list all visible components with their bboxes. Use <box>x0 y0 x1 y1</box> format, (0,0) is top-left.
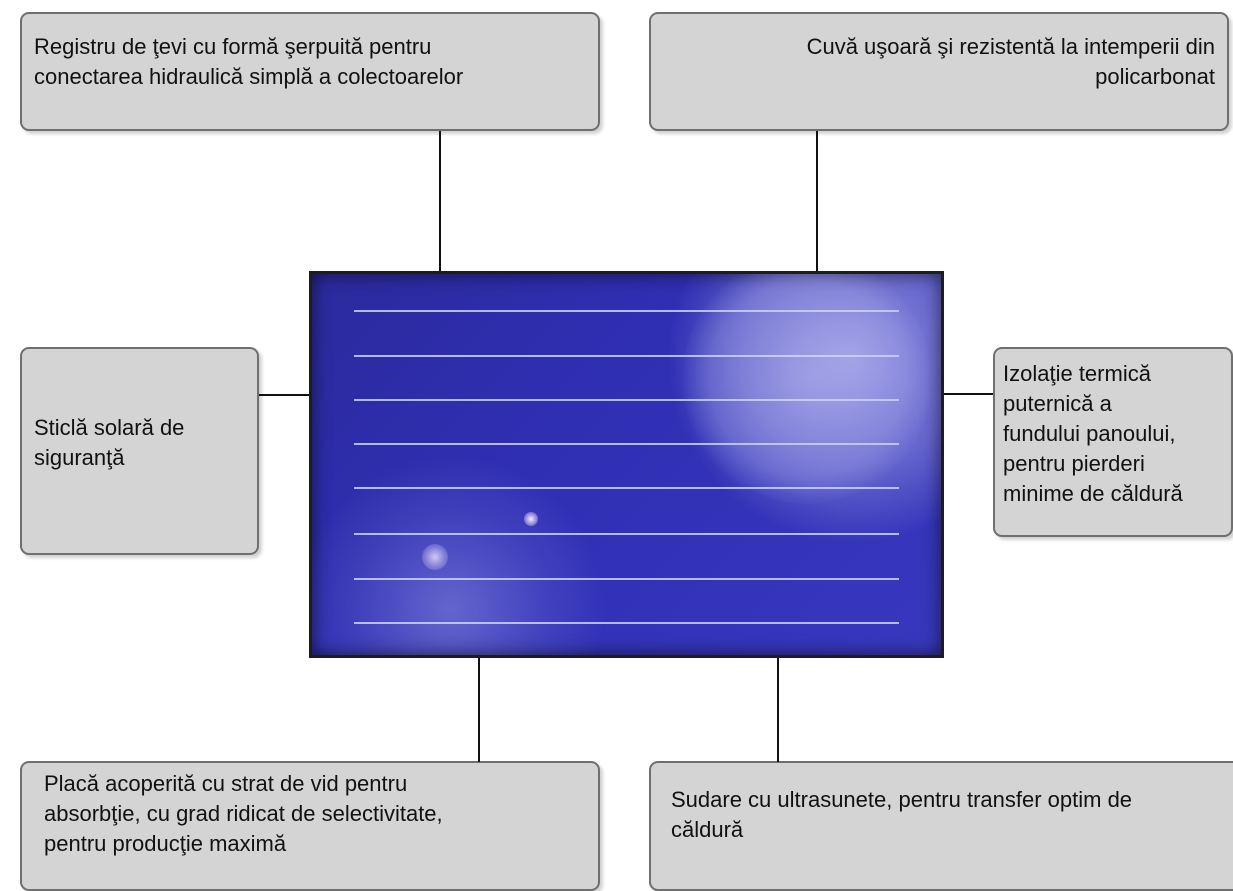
leader-line-registru <box>439 131 441 272</box>
callout-text-line: căldură <box>671 817 744 842</box>
lens-flare-large <box>682 274 932 504</box>
callout-text-line: fundului panoului, <box>1003 421 1176 446</box>
callout-text-line: Izolaţie termică <box>1003 361 1151 386</box>
absorber-tube <box>354 533 899 535</box>
lens-flare-small <box>422 544 448 570</box>
callout-text-line: pentru pierderi <box>1003 451 1145 476</box>
absorber-tube <box>354 355 899 357</box>
leader-line-placa <box>478 657 480 762</box>
leader-line-sudare <box>777 657 779 762</box>
solar-collector-panel <box>309 271 944 658</box>
leader-line-izolatie <box>943 393 993 395</box>
callout-text-line: Sticlă solară de <box>34 415 185 440</box>
callout-text-line: Registru de ţevi cu formă şerpuită pentr… <box>34 34 432 59</box>
callout-text-line: puternică a <box>1003 391 1112 416</box>
callout-text-line: pentru producţie maximă <box>44 831 287 856</box>
callout-text-line: Placă acoperită cu strat de vid pentru <box>44 771 408 796</box>
callout-text-line: absorbţie, cu grad ridicat de selectivit… <box>44 801 443 826</box>
callout-text-line: siguranţă <box>34 445 125 470</box>
absorber-tube <box>354 443 899 445</box>
callout-text-line: Sudare cu ultrasunete, pentru transfer o… <box>671 787 1133 812</box>
callout-polycarbonate-tub: Cuvă uşoară şi rezistentă la intemperii … <box>649 12 1229 131</box>
callout-solar-glass: Sticlă solară de siguranţă <box>20 347 259 555</box>
absorber-tube <box>354 310 899 312</box>
absorber-tube <box>354 622 899 624</box>
absorber-tube <box>354 399 899 401</box>
callout-text-line: minime de căldură <box>1003 481 1183 506</box>
callout-text-line: policarbonat <box>1095 64 1215 89</box>
callout-ultrasonic-welding: Sudare cu ultrasunete, pentru transfer o… <box>649 761 1233 891</box>
absorber-tube <box>354 487 899 489</box>
callout-text-line: conectarea hidraulică simplă a colectoar… <box>34 64 464 89</box>
leader-line-sticla <box>259 394 310 396</box>
lens-flare-dot <box>524 512 538 526</box>
callout-thermal-insulation: Izolaţie termică puternică a fundului pa… <box>993 347 1233 537</box>
callout-absorber-plate: Placă acoperită cu strat de vid pentru a… <box>20 761 600 891</box>
callout-text-line: Cuvă uşoară şi rezistentă la intemperii … <box>806 34 1215 59</box>
leader-line-cuva <box>816 131 818 272</box>
absorber-tube <box>354 578 899 580</box>
callout-pipe-register: Registru de ţevi cu formă şerpuită pentr… <box>20 12 600 131</box>
